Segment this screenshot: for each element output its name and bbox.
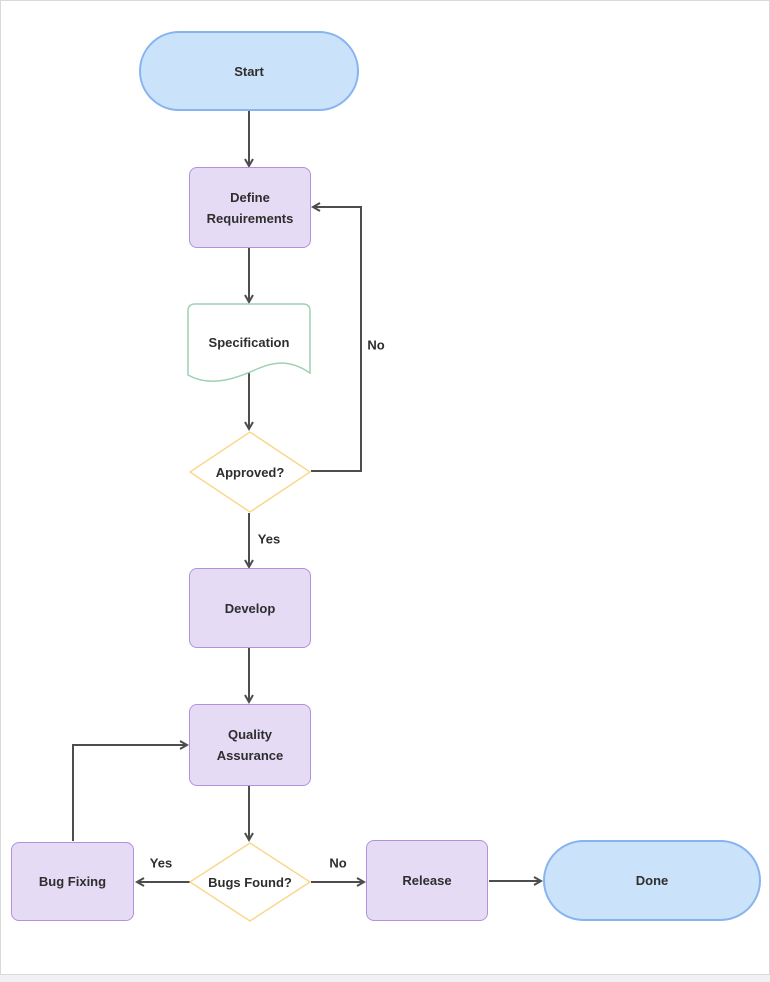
- node-done-label: Done: [635, 873, 669, 888]
- node-quality-assurance-label: Quality Assurance: [216, 727, 284, 763]
- node-bug-fixing: Bug Fixing: [11, 842, 134, 921]
- node-start: Start: [139, 31, 359, 111]
- edge-bug-fixing-loop-to-qa: [72, 740, 190, 841]
- node-develop: Develop: [189, 568, 311, 648]
- node-approved-label: Approved?: [215, 464, 285, 480]
- node-bug-fixing-label: Bug Fixing: [38, 874, 107, 889]
- edge-label-approved-yes: Yes: [255, 531, 283, 547]
- node-start-label: Start: [234, 63, 264, 79]
- node-specification-label: Specification: [208, 334, 290, 350]
- edge-approved-no-loop: [310, 202, 362, 472]
- node-quality-assurance: Quality Assurance: [189, 704, 311, 786]
- node-define-requirements-label: Define Requirements: [206, 189, 294, 226]
- document-shape: [187, 303, 311, 382]
- node-specification: Specification: [187, 303, 311, 387]
- node-develop-label: Develop: [224, 600, 276, 616]
- node-bugs-found: Bugs Found?: [188, 841, 312, 923]
- edge-label-bugs-no: No: [327, 855, 349, 871]
- node-define-requirements: Define Requirements: [189, 167, 311, 248]
- node-done: Done: [543, 840, 761, 921]
- decision-diamond: [189, 431, 311, 513]
- node-release: Release: [366, 840, 488, 921]
- node-bugs-found-label: Bugs Found?: [208, 874, 292, 890]
- edge-label-approved-no: No: [365, 337, 387, 353]
- node-approved: Approved?: [188, 430, 312, 514]
- node-release-label: Release: [402, 873, 452, 888]
- edge-label-bugs-yes: Yes: [147, 855, 175, 871]
- decision-diamond: [189, 842, 311, 922]
